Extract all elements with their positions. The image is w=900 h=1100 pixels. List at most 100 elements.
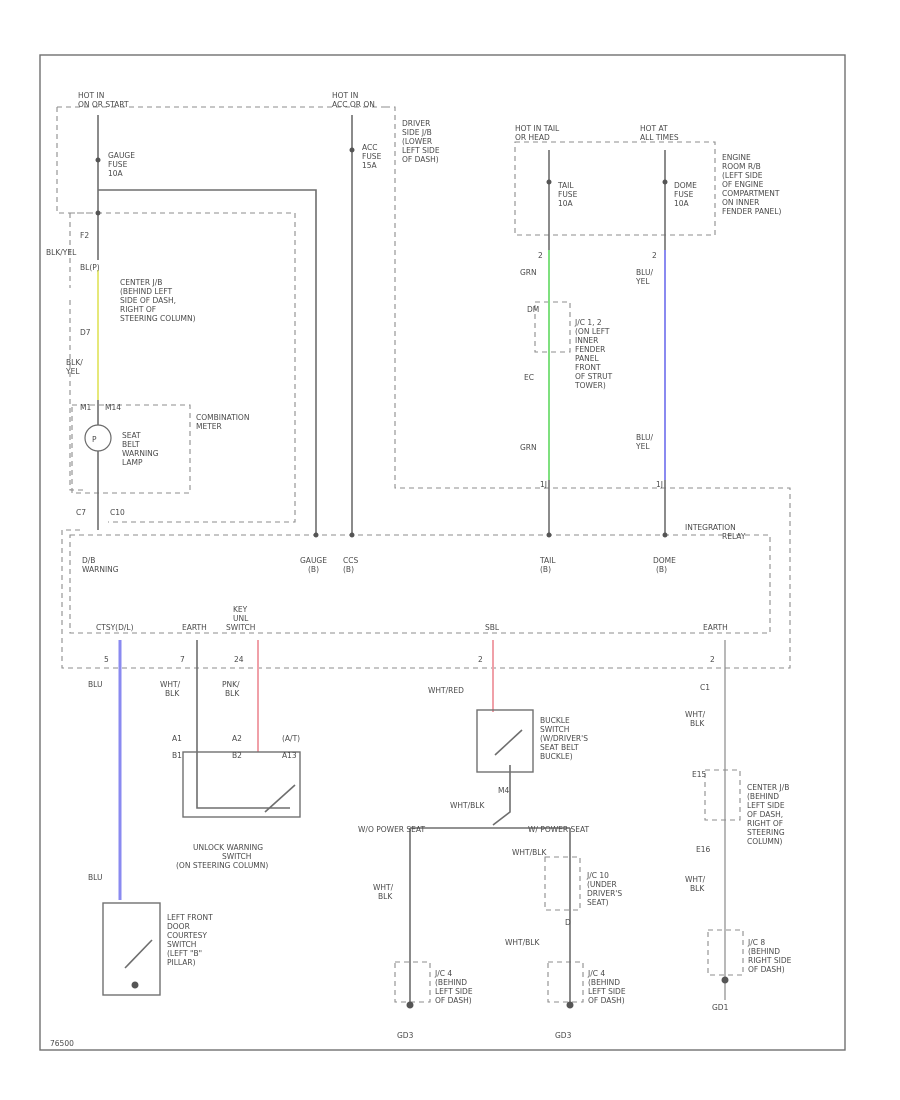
svg-text:OF DASH): OF DASH) bbox=[435, 996, 472, 1005]
integration-relay-box bbox=[69, 534, 771, 634]
buckle-switch-label: BUCKLE SWITCH (W/DRIVER'S SEAT BELT BUCK… bbox=[540, 716, 588, 761]
gauge-fuse-2: FUSE bbox=[108, 160, 128, 169]
hot-acc-on-1: HOT IN bbox=[332, 91, 358, 100]
svg-text:SEAT BELT: SEAT BELT bbox=[540, 743, 579, 752]
svg-text:INNER: INNER bbox=[575, 336, 598, 345]
diagram-frame bbox=[39, 54, 846, 1051]
svg-text:OF DASH): OF DASH) bbox=[748, 965, 785, 974]
center-jb-box bbox=[69, 212, 296, 523]
engine-room-box bbox=[514, 141, 716, 236]
conn-a13: A13 bbox=[282, 751, 297, 760]
wl-pnk-blk-2: BLK bbox=[225, 689, 240, 698]
fuse-dot-tail bbox=[546, 179, 552, 185]
conn-m4: M4 bbox=[498, 786, 509, 795]
wl-wht-blk-right-2: BLK bbox=[690, 719, 705, 728]
door-switch-arm bbox=[124, 939, 153, 969]
svg-text:OF STRUT: OF STRUT bbox=[575, 372, 613, 381]
wl-blu-yel-1b: YEL bbox=[635, 277, 650, 286]
svg-text:LEFT SIDE: LEFT SIDE bbox=[402, 146, 440, 155]
svg-text:J/C 4: J/C 4 bbox=[434, 969, 452, 978]
wl-wht-blk-relay-2: BLK bbox=[165, 689, 180, 698]
door-switch-ground bbox=[131, 981, 139, 989]
relay-term-tail-2: (B) bbox=[540, 565, 551, 574]
ground-label-2: GD3 bbox=[555, 1031, 572, 1040]
svg-text:OF DASH): OF DASH) bbox=[402, 155, 439, 164]
hot-tail-on-1: HOT IN TAIL bbox=[515, 124, 560, 133]
conn-e16: E16 bbox=[696, 845, 711, 854]
seat-belt-lamp-icon bbox=[84, 424, 112, 452]
svg-text:DRIVER: DRIVER bbox=[402, 119, 430, 128]
relay-term-key-1: KEY bbox=[233, 605, 248, 614]
seat-wo-power: W/O POWER SEAT bbox=[358, 825, 425, 834]
unlock-switch-box bbox=[182, 751, 301, 818]
conn-e15: E15 bbox=[692, 770, 707, 779]
wl-pnk-blk-1: PNK/ bbox=[222, 680, 240, 689]
conn-at: (A/T) bbox=[282, 734, 300, 743]
wire-buckle-ground bbox=[492, 765, 511, 826]
svg-text:RIGHT SIDE: RIGHT SIDE bbox=[748, 956, 792, 965]
svg-text:(BEHIND: (BEHIND bbox=[435, 978, 467, 987]
jc-8-label: J/C 8 (BEHIND RIGHT SIDE OF DASH) bbox=[747, 938, 792, 974]
gauge-fuse-1: GAUGE bbox=[108, 151, 135, 160]
svg-text:SWITCH: SWITCH bbox=[222, 852, 251, 861]
conn-seat-d: D bbox=[565, 918, 571, 927]
wire-seat-split bbox=[409, 827, 571, 1005]
svg-text:FRONT: FRONT bbox=[575, 363, 601, 372]
wl-blu-1: BLU bbox=[88, 680, 102, 689]
wl-blk-yel-mid-2: YEL bbox=[65, 367, 80, 376]
integration-relay-label-1: INTEGRATION bbox=[685, 523, 736, 532]
relay-term-dome-1: DOME bbox=[653, 556, 676, 565]
svg-text:BELT: BELT bbox=[122, 440, 140, 449]
svg-text:LEFT FRONT: LEFT FRONT bbox=[167, 913, 213, 922]
fuse-dot-gauge bbox=[95, 157, 101, 163]
wl-wht-blk-left-1: WHT/ bbox=[373, 883, 394, 892]
dome-fuse-1: DOME bbox=[674, 181, 697, 190]
hot-tail-on-2: OR HEAD bbox=[515, 133, 550, 142]
wl-wht-blk-left-2: BLK bbox=[378, 892, 393, 901]
svg-text:LEFT SIDE: LEFT SIDE bbox=[435, 987, 473, 996]
relay-term-dome-2: (B) bbox=[656, 565, 667, 574]
conn-c7: C7 bbox=[76, 508, 86, 517]
dome-fuse-2: FUSE bbox=[674, 190, 694, 199]
svg-text:SIDE OF DASH,: SIDE OF DASH, bbox=[120, 296, 176, 305]
jc-1-2-box bbox=[534, 301, 571, 353]
svg-text:LEFT SIDE: LEFT SIDE bbox=[588, 987, 626, 996]
wl-wht-blk-right-1: WHT/ bbox=[685, 710, 706, 719]
relay-term-tail-1: TAIL bbox=[539, 556, 556, 565]
fuse-dot-dome bbox=[662, 179, 668, 185]
integration-relay-label-2: RELAY bbox=[722, 532, 746, 541]
svg-text:TOWER): TOWER) bbox=[574, 381, 606, 390]
svg-text:SEAT): SEAT) bbox=[587, 898, 609, 907]
svg-text:ROOM R/B: ROOM R/B bbox=[722, 162, 761, 171]
svg-text:STEERING COLUMN): STEERING COLUMN) bbox=[120, 314, 196, 323]
combination-meter-label-2: METER bbox=[196, 422, 222, 431]
svg-text:(LEFT SIDE: (LEFT SIDE bbox=[722, 171, 763, 180]
svg-text:J/C 10: J/C 10 bbox=[586, 871, 609, 880]
ground-label-3: GD1 bbox=[712, 1003, 729, 1012]
svg-text:(ON STEERING COLUMN): (ON STEERING COLUMN) bbox=[176, 861, 268, 870]
driver-jb-label: DRIVER SIDE J/B (LOWER LEFT SIDE OF DASH… bbox=[402, 119, 440, 164]
svg-text:RIGHT OF: RIGHT OF bbox=[747, 819, 783, 828]
svg-text:UNLOCK WARNING: UNLOCK WARNING bbox=[193, 843, 263, 852]
engine-room-label: ENGINE ROOM R/B (LEFT SIDE OF ENGINE COM… bbox=[722, 153, 781, 216]
conn-tail-2: 2 bbox=[538, 251, 543, 260]
svg-text:(BEHIND: (BEHIND bbox=[747, 792, 779, 801]
conn-t2c: 2 bbox=[478, 655, 483, 664]
wl-wht-red: WHT/RED bbox=[428, 686, 464, 695]
acc-fuse-2: FUSE bbox=[362, 152, 382, 161]
relay-dot-gauge bbox=[313, 532, 319, 538]
svg-text:OF DASH,: OF DASH, bbox=[747, 810, 783, 819]
wl-wht-blk-right2-2: BLK bbox=[690, 884, 705, 893]
ground-label-1: GD3 bbox=[397, 1031, 414, 1040]
relay-term-ccs-2: (B) bbox=[343, 565, 354, 574]
svg-text:ON INNER: ON INNER bbox=[722, 198, 759, 207]
relay-term-db-2: WARNING bbox=[82, 565, 119, 574]
conn-f2: F2 bbox=[80, 231, 89, 240]
svg-text:SWITCH: SWITCH bbox=[167, 940, 196, 949]
conn-j1: 1J bbox=[540, 480, 547, 489]
wl-wht-blk-seat2: WHT/BLK bbox=[505, 938, 540, 947]
center-jb-right-label: CENTER J/B (BEHIND LEFT SIDE OF DASH, RI… bbox=[747, 783, 789, 846]
svg-text:J/C 1, 2: J/C 1, 2 bbox=[574, 318, 602, 327]
conn-e-top: BL(P) bbox=[80, 263, 100, 272]
relay-term-db-1: D/B bbox=[82, 556, 95, 565]
